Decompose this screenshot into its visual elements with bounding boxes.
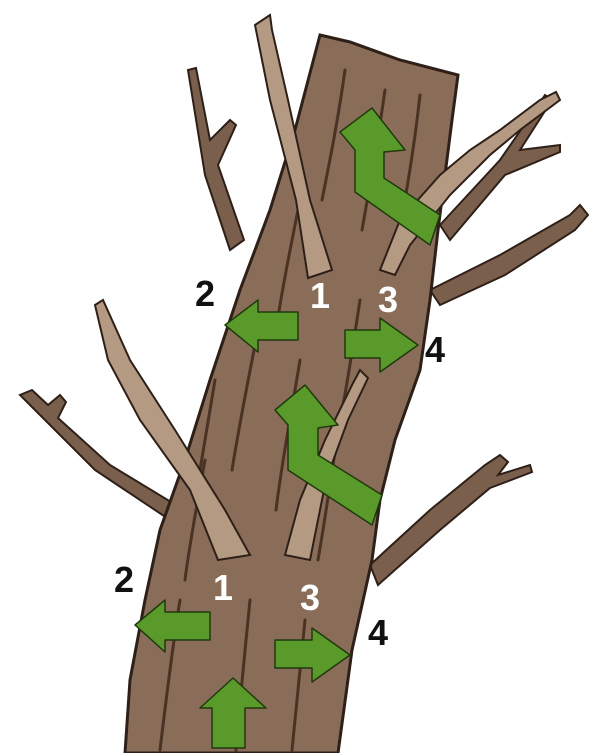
upper-label-2: 2: [195, 276, 215, 312]
upper-label-3: 3: [378, 282, 398, 318]
lower-label-2: 2: [114, 562, 134, 598]
branch-lower-right: [370, 455, 532, 585]
lower-label-4: 4: [368, 615, 388, 651]
upper-label-4: 4: [425, 332, 445, 368]
lower-label-1: 1: [213, 570, 233, 606]
lower-label-3: 3: [300, 580, 320, 616]
upper-label-1: 1: [310, 278, 330, 314]
branch-upper-left: [188, 68, 244, 250]
